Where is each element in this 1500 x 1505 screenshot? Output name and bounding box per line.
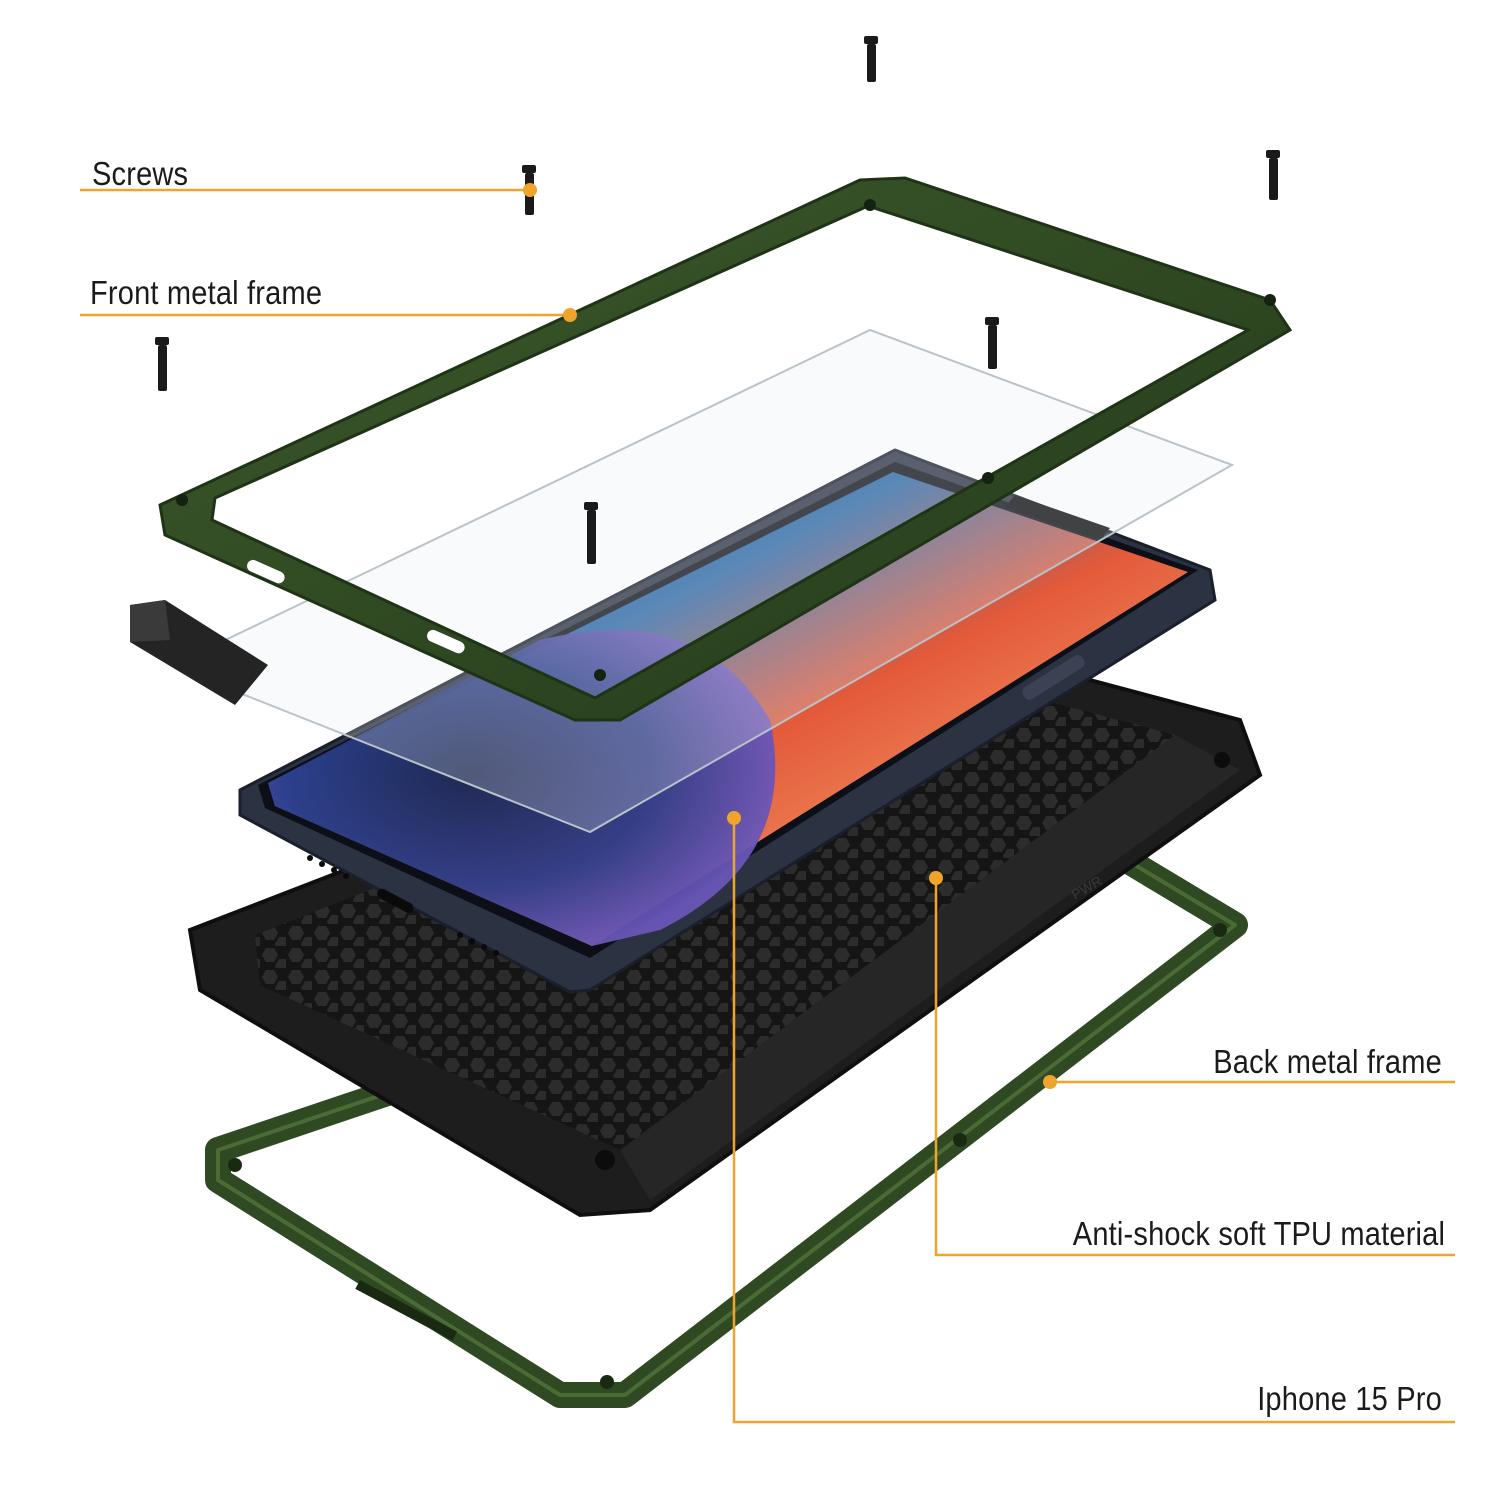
- label-phone-model: Iphone 15 Pro: [1257, 1380, 1442, 1417]
- front-metal-frame: [158, 176, 1293, 722]
- callout-dots: [523, 183, 1057, 1089]
- screw: [1266, 150, 1280, 200]
- callout-dot-screws: [523, 183, 537, 197]
- port-plug: [130, 600, 268, 705]
- label-tpu-material: Anti-shock soft TPU material: [1072, 1215, 1445, 1252]
- callout-dot-phone: [727, 811, 741, 825]
- callout-dot-back-frame: [1043, 1075, 1057, 1089]
- screw: [985, 317, 999, 369]
- callout-dot-tpu: [929, 871, 943, 885]
- callout-dot-front-frame: [563, 308, 577, 322]
- callout-line-tpu: [934, 878, 1455, 1257]
- callout-lines: [80, 188, 1455, 1424]
- callout-line-phone: [732, 818, 1455, 1424]
- screw: [155, 337, 169, 391]
- label-screws: Screws: [92, 155, 189, 192]
- screw: [584, 502, 598, 564]
- label-front-metal-frame: Front metal frame: [90, 274, 323, 311]
- phone-speaker-holes: [307, 855, 499, 956]
- screw: [864, 36, 878, 82]
- label-back-metal-frame: Back metal frame: [1213, 1043, 1442, 1080]
- phone: [238, 448, 1217, 994]
